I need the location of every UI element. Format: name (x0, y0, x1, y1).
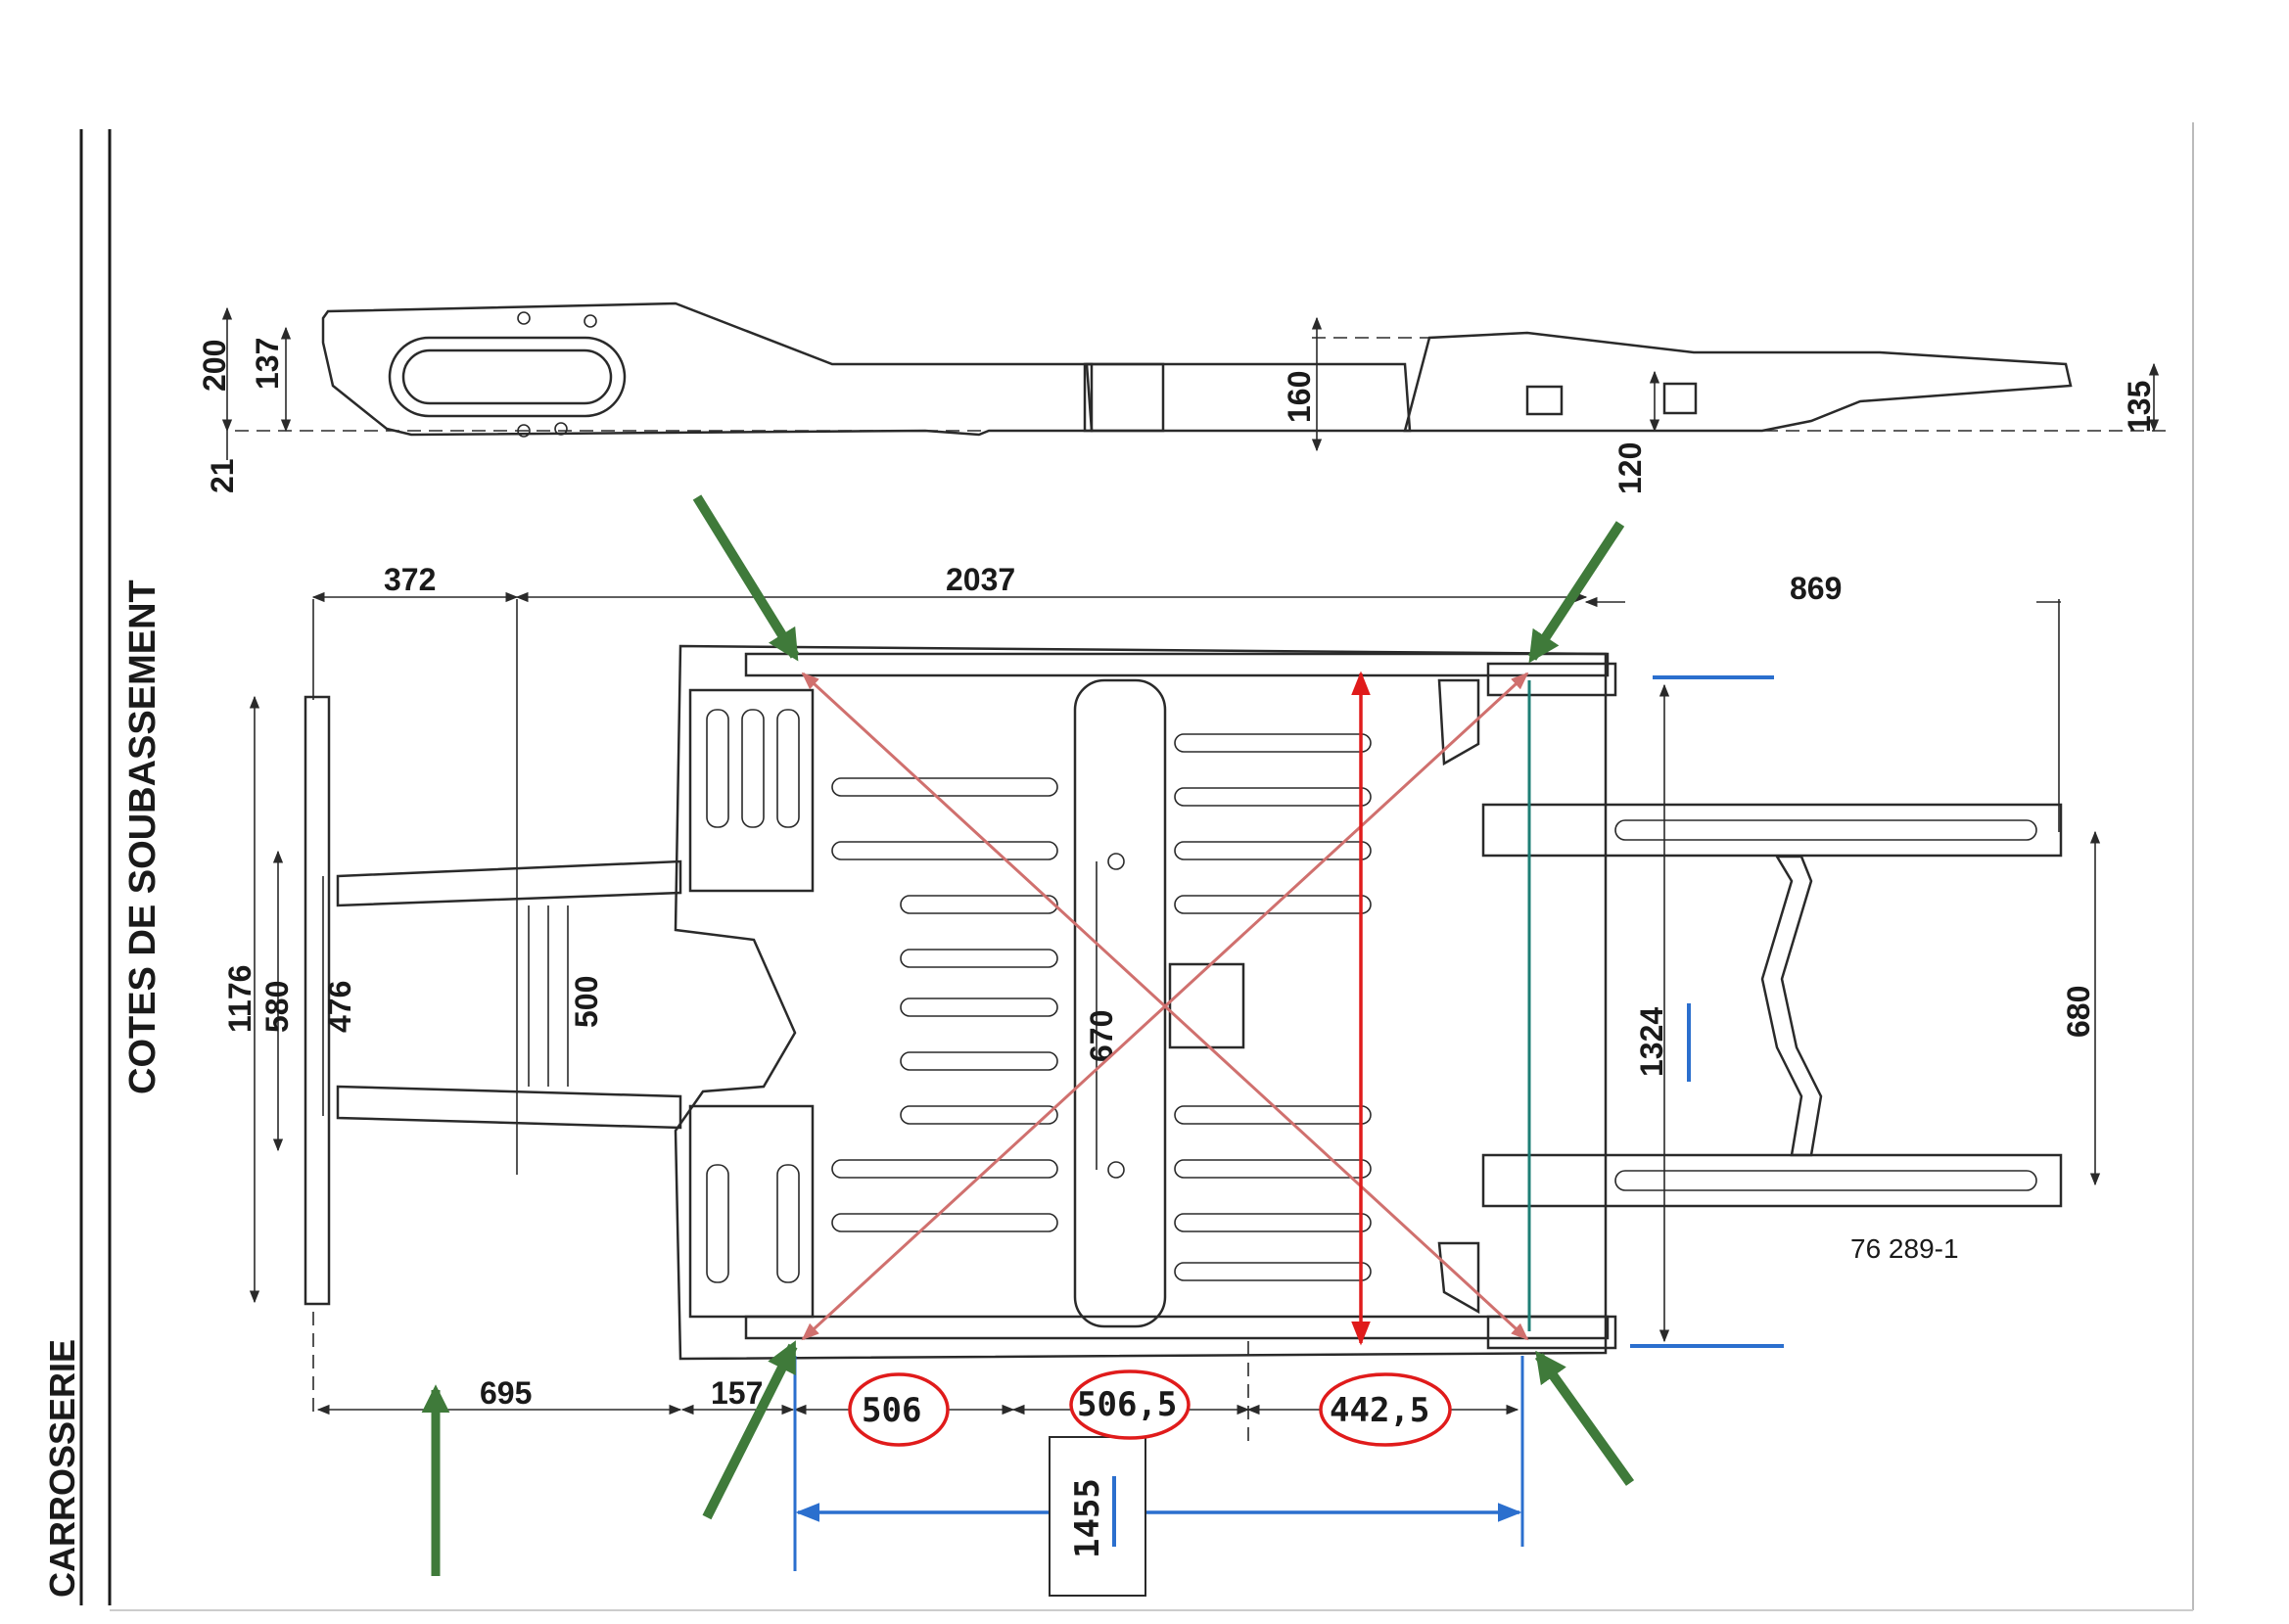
dim-21-label: 21 (205, 458, 240, 493)
dim-160-label: 160 (1282, 371, 1317, 423)
side-view-hole-4 (584, 314, 597, 328)
front-arm-upper-slot (1614, 819, 2037, 841)
side-view-oval-inner (401, 348, 613, 405)
side-sill-top (744, 652, 1610, 677)
dim-135-label: 135 (2122, 381, 2157, 433)
dim-695-label: 695 (480, 1375, 532, 1411)
rear-slot-3 (776, 709, 800, 828)
side-view-bracket-left (1525, 385, 1564, 416)
rear-pan-upper (688, 688, 815, 893)
circled-value-ring-506-5 (1069, 1369, 1191, 1440)
side-view-center-block (1083, 362, 1165, 433)
central-tunnel (1073, 678, 1167, 1328)
dim-157-label: 157 (711, 1375, 763, 1411)
hand-annotations: 1455 506 506,5 442,5 (421, 494, 1784, 1597)
circled-value-506-5: 506,5 (1077, 1385, 1177, 1424)
rear-crossmember (304, 695, 331, 1306)
side-view: 200 137 21 160 120 135 (197, 302, 2169, 494)
dim-1324-label: 1324 (1634, 1007, 1669, 1077)
dim-670-point-bottom (1107, 1161, 1125, 1179)
green-arrow-front-left (1527, 521, 1625, 664)
green-arrow-rear-left (692, 494, 800, 662)
boxed-value-frame (1049, 1436, 1146, 1597)
side-view-front-body (1403, 331, 2073, 433)
diagonal-measure-2 (801, 672, 1529, 1341)
dim-372-label: 372 (384, 562, 436, 597)
floor-outline (674, 644, 1608, 1361)
side-view-bracket-right (1662, 382, 1698, 415)
side-view-center-beam (1085, 362, 1412, 433)
dim-670-point-top (1107, 853, 1125, 870)
boxed-value-1455: 1455 (1068, 1478, 1107, 1558)
side-view-hole-3 (517, 311, 531, 325)
dim-2037-label: 2037 (946, 562, 1015, 597)
center-bracket (1168, 962, 1245, 1049)
circled-value-442-5: 442,5 (1330, 1391, 1429, 1430)
dim-869-label: 869 (1790, 571, 1842, 606)
rear-pan-lower (688, 1104, 815, 1319)
side-view-rear-body (321, 302, 1094, 437)
dim-137-label: 137 (250, 338, 285, 390)
dim-120-label: 120 (1612, 442, 1648, 494)
plan-view: 372 2037 869 1176 580 476 500 670 1324 6… (222, 562, 2101, 1449)
side-view-oval-opening (388, 336, 627, 418)
dim-680-label: 680 (2061, 986, 2096, 1038)
page-title: COTES DE SOUBASSEMENT (122, 580, 164, 1094)
green-arrow-front-right (1534, 1350, 1635, 1486)
front-arm-upper (1481, 803, 2063, 858)
rear-arm-lower (336, 1085, 682, 1130)
dim-200-label: 200 (197, 340, 232, 392)
green-arrow-rear-right (702, 1340, 798, 1520)
dim-476-label: 476 (322, 981, 357, 1033)
side-view-hole-2 (554, 422, 568, 436)
circled-value-ring-506 (848, 1372, 950, 1447)
circled-value-506: 506 (862, 1391, 921, 1430)
front-anti-roll-bar (1760, 855, 1823, 1157)
dim-500-label: 500 (569, 976, 604, 1028)
rear-arm-upper (336, 859, 682, 907)
circled-value-ring-442-5 (1319, 1372, 1452, 1447)
dim-580-label: 580 (259, 981, 295, 1033)
rear-slot-4 (706, 1164, 729, 1283)
drawing-reference: 76 289-1 (1850, 1233, 1959, 1264)
front-arm-lower-slot (1614, 1170, 2037, 1191)
side-sill-bottom (744, 1315, 1610, 1340)
floor-ribs (831, 733, 1372, 1281)
front-arm-lower (1481, 1153, 2063, 1208)
rear-slot-2 (741, 709, 765, 828)
rear-slot-1 (706, 709, 729, 828)
dim-1176-label: 1176 (222, 965, 257, 1033)
rear-slot-5 (776, 1164, 800, 1283)
section-label: CARROSSERIE (42, 1339, 82, 1598)
